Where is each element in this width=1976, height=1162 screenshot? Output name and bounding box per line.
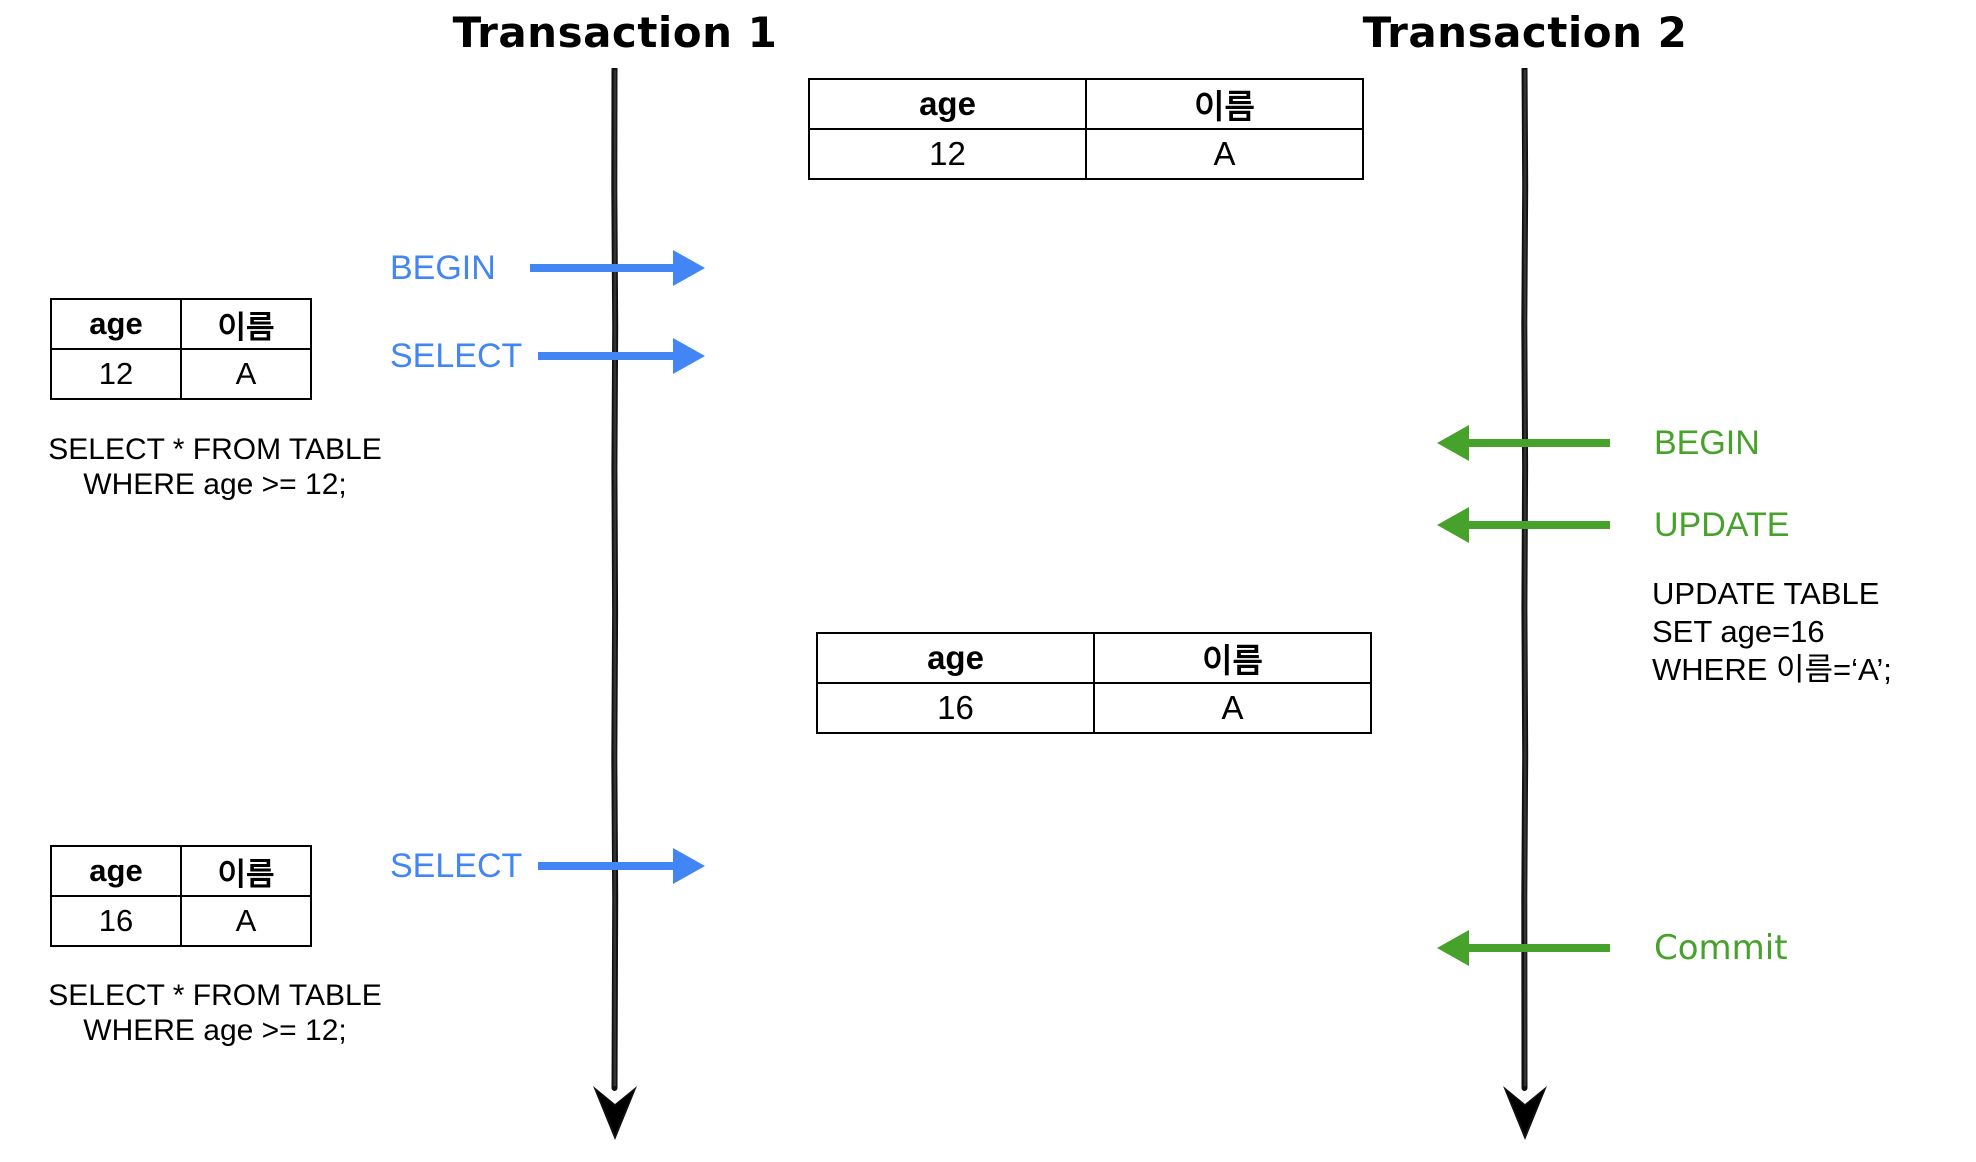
- tx1-select-2-label: SELECT: [390, 847, 523, 885]
- table-header-row: age 이름: [50, 298, 312, 350]
- cell-age: 12: [808, 128, 1087, 180]
- tx2-begin-event: BEGIN: [1432, 415, 1852, 471]
- table-header-row: age 이름: [816, 632, 1372, 684]
- tx2-begin-arrow: [1437, 425, 1610, 461]
- table-header-age: age: [50, 845, 182, 897]
- cell-age: 16: [50, 895, 182, 947]
- tx2-update-statement: UPDATE TABLE SET age=16 WHERE 이름=‘A’;: [1652, 576, 1892, 687]
- table-row: 16 A: [50, 895, 312, 947]
- table-header-name: 이름: [180, 298, 312, 350]
- tx2-update-label: UPDATE: [1654, 506, 1790, 544]
- shared-table-before-update: age 이름 12 A: [808, 78, 1364, 180]
- tx1-begin-event: BEGIN: [390, 240, 710, 296]
- transaction-2-title: Transaction 2: [1362, 8, 1688, 57]
- cell-name: A: [1093, 682, 1372, 734]
- table-header-name: 이름: [180, 845, 312, 897]
- table-row: 16 A: [816, 682, 1372, 734]
- tx1-begin-label: BEGIN: [390, 249, 496, 287]
- tx2-commit-label: Commit: [1654, 928, 1788, 968]
- table-row: 12 A: [50, 348, 312, 400]
- table-row: 12 A: [808, 128, 1364, 180]
- cell-age: 12: [50, 348, 182, 400]
- tx1-select-2-arrow: [538, 848, 705, 884]
- tx2-commit-arrow: [1437, 930, 1610, 966]
- tx1-begin-arrow: [530, 250, 705, 286]
- transaction-1-title: Transaction 1: [452, 8, 778, 57]
- tx2-commit-event: Commit: [1432, 920, 1852, 976]
- table-header-row: age 이름: [50, 845, 312, 897]
- table-header-age: age: [50, 298, 182, 350]
- tx1-select-1-label: SELECT: [390, 337, 523, 375]
- table-header-name: 이름: [1085, 78, 1364, 130]
- table-header-age: age: [808, 78, 1087, 130]
- tx2-update-arrow: [1437, 507, 1610, 543]
- table-header-row: age 이름: [808, 78, 1364, 130]
- table-header-age: age: [816, 632, 1095, 684]
- tx1-select-1-arrow: [538, 338, 705, 374]
- cell-age: 16: [816, 682, 1095, 734]
- tx2-begin-label: BEGIN: [1654, 424, 1760, 462]
- tx1-select-1-event: SELECT: [390, 328, 710, 384]
- transaction-1-timeline: [585, 68, 645, 1158]
- tx1-second-select-result-table: age 이름 16 A: [50, 845, 312, 947]
- tx1-second-select-statement: SELECT * FROM TABLE WHERE age >= 12;: [48, 979, 382, 1048]
- shared-table-after-update: age 이름 16 A: [816, 632, 1372, 734]
- tx1-first-select-result-table: age 이름 12 A: [50, 298, 312, 400]
- tx1-first-select-statement: SELECT * FROM TABLE WHERE age >= 12;: [48, 433, 382, 502]
- cell-name: A: [180, 895, 312, 947]
- cell-name: A: [180, 348, 312, 400]
- transaction-2-timeline: [1495, 68, 1555, 1158]
- tx1-select-2-event: SELECT: [390, 838, 710, 894]
- tx2-update-event: UPDATE: [1432, 497, 1852, 553]
- table-header-name: 이름: [1093, 632, 1372, 684]
- cell-name: A: [1085, 128, 1364, 180]
